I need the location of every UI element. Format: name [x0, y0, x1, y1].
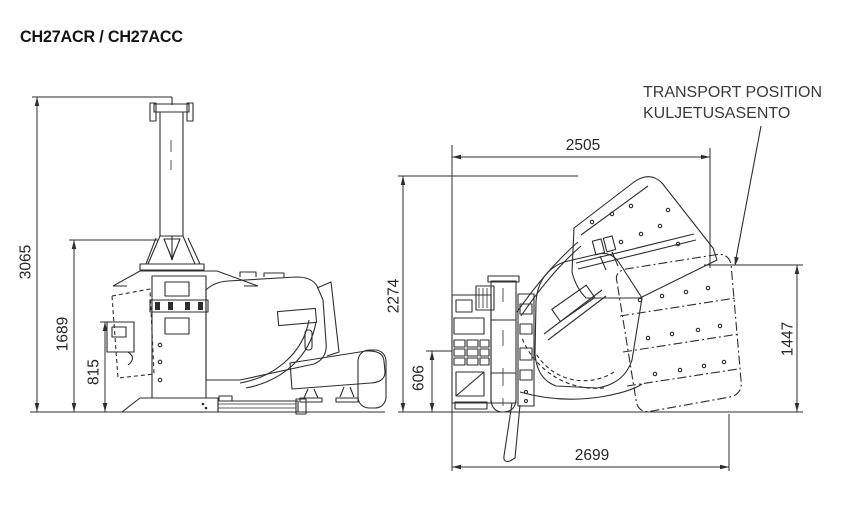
dim-rear-height-value: 1447 [780, 322, 797, 356]
dim-overall-length: 2699 [452, 414, 730, 471]
dim-drawbar-height: 606 [411, 350, 452, 412]
dim-body-length: 2505 [451, 137, 711, 471]
dim-transport-height: 2274 [386, 175, 578, 412]
dim-rear-height: 1447 [704, 264, 803, 412]
dim-feed-table-height: 815 [86, 321, 134, 412]
dim-overall-height: 3065 [18, 96, 172, 412]
side-view-machine [30, 97, 387, 415]
side-view: 3065 1689 815 [18, 96, 387, 415]
transport-position-line1: TRANSPORT POSITION [643, 84, 822, 101]
dim-feed-table-height-value: 815 [86, 359, 103, 385]
page-title: CH27ACR / CH27ACC [20, 27, 183, 46]
dim-drawbar-height-value: 606 [411, 365, 428, 391]
dim-intake-height-value: 1689 [55, 317, 72, 351]
transport-position-leader [734, 125, 762, 266]
dim-body-length-value: 2505 [566, 137, 600, 154]
transport-view-machine [398, 176, 803, 462]
dim-transport-height-value: 2274 [386, 278, 403, 313]
transport-view: 2505 2274 606 [386, 125, 803, 471]
transport-position-label: TRANSPORT POSITION KULJETUSASENTO [643, 82, 822, 124]
transport-hood-phantom [615, 253, 742, 413]
dim-intake-height: 1689 [55, 239, 158, 412]
dim-overall-length-value: 2699 [575, 447, 609, 464]
dim-overall-height-value: 3065 [18, 245, 35, 279]
transport-position-line2: KULJETUSASENTO [643, 105, 791, 122]
